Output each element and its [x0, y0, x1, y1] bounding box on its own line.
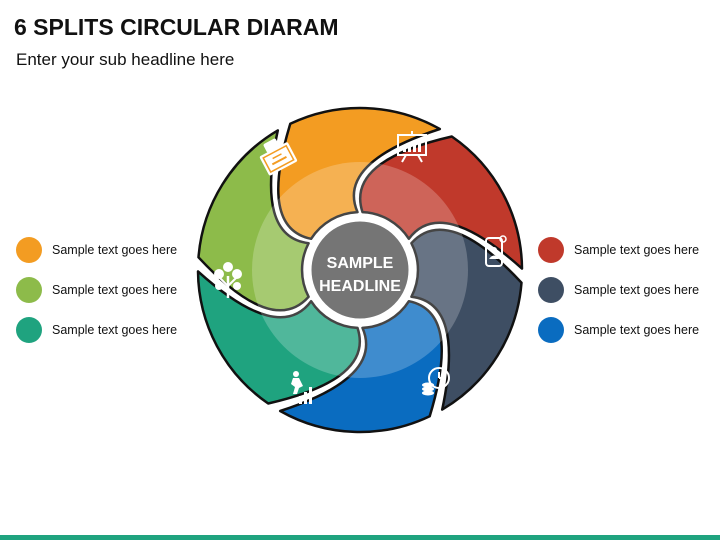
- center-headline-line2: HEADLINE: [319, 278, 401, 295]
- legend-text: Sample text goes here: [574, 323, 700, 337]
- bottom-accent-bar: [0, 535, 720, 540]
- legend-item: Sample text goes here: [538, 270, 699, 310]
- legend-dot: [538, 317, 564, 343]
- center-hub: [308, 218, 412, 322]
- businessman-growth-icon: [291, 371, 312, 404]
- money-coupon-icon: [259, 138, 298, 176]
- segment-red: [358, 135, 524, 270]
- page-subtitle: Enter your sub headline here: [16, 50, 235, 69]
- legend-dot: [16, 237, 42, 263]
- segment-orange: [277, 106, 442, 241]
- legend-left: Sample text goes here Sample text goes h…: [16, 230, 177, 350]
- legend-dot: [16, 317, 42, 343]
- mobile-user-icon: [485, 235, 507, 267]
- segment-teal: [196, 270, 362, 405]
- legend-item: Sample text goes here: [538, 310, 699, 350]
- segment-blue: [278, 299, 443, 434]
- page-title: 6 SPLITS CIRCULAR DIARAM: [14, 14, 339, 40]
- legend-item: Sample text goes here: [538, 230, 699, 270]
- clock-coins-icon: [422, 367, 450, 396]
- legend-text: Sample text goes here: [574, 243, 700, 257]
- money-tree-icon: [214, 262, 242, 298]
- legend-text: Sample text goes here: [52, 283, 178, 297]
- legend-text: Sample text goes here: [574, 283, 700, 297]
- legend-item: Sample text goes here: [16, 310, 177, 350]
- legend-right: Sample text goes here Sample text goes h…: [538, 230, 699, 350]
- legend-text: Sample text goes here: [52, 323, 178, 337]
- legend-dot: [16, 277, 42, 303]
- legend-dot: [538, 277, 564, 303]
- presentation-board-icon: [397, 131, 427, 163]
- legend-dot: [538, 237, 564, 263]
- legend-item: Sample text goes here: [16, 230, 177, 270]
- segment-navy: [410, 228, 523, 411]
- center-headline-line1: SAMPLE: [327, 255, 394, 272]
- legend-text: Sample text goes here: [52, 243, 178, 257]
- legend-item: Sample text goes here: [16, 270, 177, 310]
